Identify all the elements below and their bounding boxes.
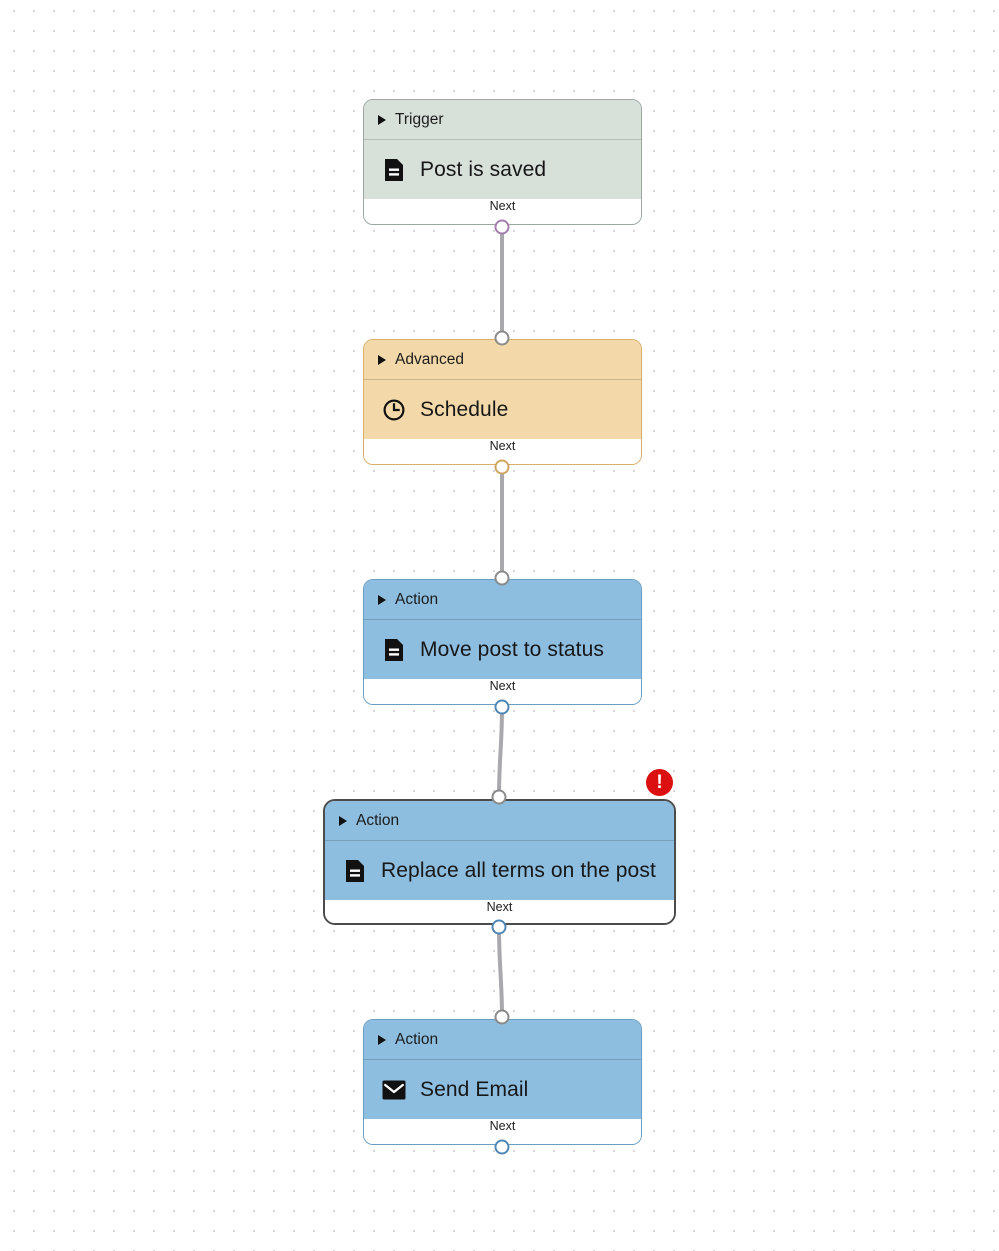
expand-caret-icon[interactable]: [339, 815, 347, 826]
node-body[interactable]: Replace all terms on the post: [325, 840, 674, 900]
node-body[interactable]: Move post to status: [364, 619, 641, 679]
node-title: Schedule: [420, 397, 509, 421]
node-category-label: Action: [395, 1030, 439, 1048]
node-input-port[interactable]: [494, 1009, 510, 1025]
node-body[interactable]: Send Email: [364, 1059, 641, 1119]
node-output-port[interactable]: [491, 919, 507, 935]
expand-caret-icon[interactable]: [378, 594, 386, 605]
node-input-port[interactable]: [491, 789, 507, 805]
node-output-port[interactable]: [494, 459, 510, 475]
node-header[interactable]: Advanced: [364, 340, 641, 379]
node-category-label: Action: [395, 590, 439, 608]
expand-caret-icon[interactable]: [378, 354, 386, 365]
node-output-port[interactable]: [494, 699, 510, 715]
node-title: Send Email: [420, 1077, 529, 1101]
document-icon: [382, 158, 406, 182]
node-input-port[interactable]: [494, 570, 510, 586]
node-header[interactable]: Trigger: [364, 100, 641, 139]
node-body[interactable]: Schedule: [364, 379, 641, 439]
node-category-label: Trigger: [395, 110, 444, 128]
node-output-port[interactable]: [494, 219, 510, 235]
workflow-edge: [497, 705, 504, 799]
node-title: Replace all terms on the post: [381, 858, 656, 882]
envelope-icon: [382, 1078, 406, 1102]
next-label: Next: [489, 1119, 516, 1133]
expand-caret-icon[interactable]: [378, 114, 386, 125]
error-badge-glyph: !: [656, 771, 663, 793]
node-title: Move post to status: [420, 637, 604, 661]
document-icon: [382, 638, 406, 662]
node-next-footer[interactable]: Next: [325, 900, 674, 923]
error-badge-icon[interactable]: !: [646, 769, 673, 796]
expand-caret-icon[interactable]: [378, 1034, 386, 1045]
node-header[interactable]: Action: [325, 801, 674, 840]
next-label: Next: [489, 679, 516, 693]
node-category-label: Advanced: [395, 350, 464, 368]
node-body[interactable]: Post is saved: [364, 139, 641, 199]
node-title: Post is saved: [420, 157, 547, 181]
node-category-label: Action: [356, 811, 400, 829]
next-label: Next: [486, 900, 513, 914]
node-output-port[interactable]: [494, 1139, 510, 1155]
workflow-edge: [497, 925, 504, 1019]
next-label: Next: [489, 199, 516, 213]
next-label: Next: [489, 439, 516, 453]
document-icon: [343, 859, 367, 883]
node-next-footer[interactable]: Next: [364, 199, 641, 224]
node-header[interactable]: Action: [364, 1020, 641, 1059]
node-input-port[interactable]: [494, 330, 510, 346]
node-header[interactable]: Action: [364, 580, 641, 619]
clock-icon: [382, 398, 406, 422]
